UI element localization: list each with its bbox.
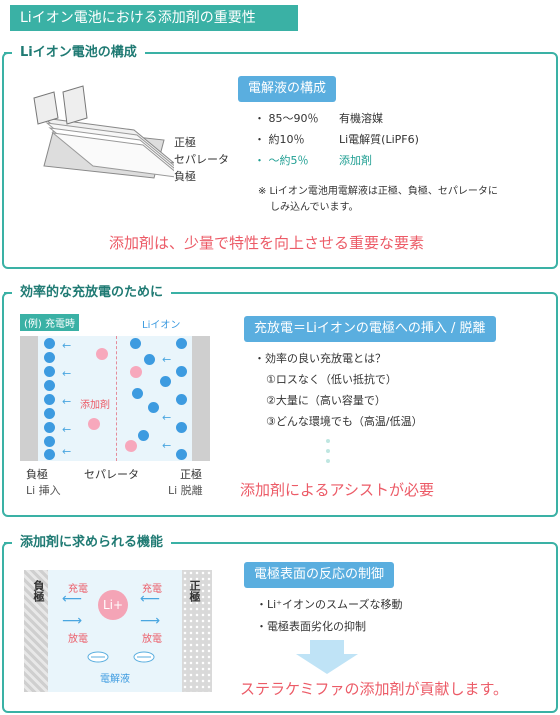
li-ion-dot (176, 449, 187, 460)
neg-label: 負極 (32, 580, 45, 602)
li-ion-dot (138, 430, 149, 441)
function-line-1: ・Li⁺イオンのスムーズな移動 (256, 598, 403, 611)
charge-label-right: 充電 (142, 584, 162, 595)
left-arrow-icon: ⟵ (62, 591, 83, 607)
li-ion-dot (44, 408, 55, 419)
section3-conclusion: ステラケミファの添加剤が貢献します。 (240, 680, 509, 698)
negative-electrode (20, 336, 38, 461)
sep-label: セパレータ (84, 468, 139, 481)
battery-layers-illustration (33, 85, 174, 179)
label-separator: セパレータ (174, 153, 229, 166)
section1-conclusion: 添加剤は、少量で特性を向上させる重要な要素 (109, 234, 425, 252)
discharge-label-right: 放電 (142, 634, 162, 645)
li-ion-dot (44, 380, 55, 391)
neg-label: 負極 (26, 468, 48, 481)
li-ion-dot (44, 366, 55, 377)
vertical-dots (326, 439, 330, 473)
li-ion-dot (130, 338, 141, 349)
row-electrolyte-pct: ・ 約10％ (254, 133, 305, 146)
li-ion-dot (176, 422, 187, 433)
electrode-reaction-diagram: 負極 正極 充電 充電 ⟵ ⟵ Li+ ⟶ ⟶ 放電 放電 電解液 (24, 570, 212, 692)
li-ion-dot (44, 422, 55, 433)
additive-dot (88, 418, 100, 430)
charge-discharge-pill: 充放電＝Liイオンの電極への挿入 / 脱離 (244, 316, 496, 342)
section-heading: 効率的な充放電のために (3, 284, 172, 302)
li-ion-dot (176, 394, 187, 405)
pos-label: 正極 (188, 580, 201, 602)
left-arrow-icon: ← (162, 353, 172, 366)
additive-dot (130, 366, 142, 378)
section-heading: 添加剤に求められる機能 (3, 534, 172, 552)
li-ion-dot (144, 354, 155, 365)
efficiency-question: ・効率の良い充放電とは？ (254, 352, 386, 365)
example-badge: (例) 充電時 (20, 314, 79, 331)
left-arrow-icon: ← (62, 445, 72, 458)
li-ion-dot (44, 394, 55, 405)
li-ion-label: Liイオン (142, 320, 181, 331)
left-arrow-icon: ← (62, 395, 72, 408)
battery-structure-panel: Liイオン電池の構成 正極 セパレータ 負極 電解液の構成 ・ 85～90％ 有… (2, 44, 558, 269)
efficiency-point-2: ②大量に（高い容量で） (266, 394, 386, 407)
electrolyte-composition-pill: 電解液の構成 (238, 76, 337, 102)
positive-electrode (192, 336, 210, 461)
li-ion-circle: Li+ (98, 590, 128, 620)
label-negative: 負極 (174, 170, 196, 183)
neg-sub: Li 挿入 (26, 484, 61, 497)
row-solvent-name: 有機溶媒 (339, 112, 383, 125)
li-ion-dot (176, 338, 187, 349)
li-ion-dot (148, 402, 159, 413)
li-ion-dot (132, 388, 143, 399)
cell-diagram: ← ← ← ← ← 添加剤 ← ← ← (20, 336, 210, 461)
efficiency-point-3: ③どんな環境でも（高温/低温） (266, 415, 423, 428)
page-title: Liイオン電池における添加剤の重要性 (10, 5, 298, 31)
left-arrow-icon: ⟵ (140, 591, 161, 607)
row-additive-pct: ・ ～約5％ (254, 154, 309, 167)
charge-discharge-panel: 効率的な充放電のために (例) 充電時 Liイオン ← ← ← ← ← 添加剤 (2, 284, 558, 517)
function-line-2: ・電極表面劣化の抑制 (256, 620, 366, 633)
li-ion-dot (44, 352, 55, 363)
li-ion-text: Li+ (102, 598, 124, 612)
li-ion-dot (44, 436, 55, 447)
left-arrow-icon: ← (62, 367, 72, 380)
li-ion-dot (176, 366, 187, 377)
electrolyte-label: 電解液 (100, 674, 130, 685)
charge-label-left: 充電 (68, 584, 88, 595)
separator-line (116, 336, 117, 461)
section-heading: Liイオン電池の構成 (4, 44, 145, 62)
row-solvent-pct: ・ 85～90％ (254, 112, 319, 125)
footnote-line1: ※ Liイオン電池用電解液は正極、負極、セパレータに (258, 186, 498, 197)
left-arrow-icon: ← (62, 423, 72, 436)
positive-electrode (182, 570, 212, 692)
li-ion-dot (160, 376, 171, 387)
pos-sub: Li 脱離 (168, 484, 203, 497)
surface-reaction-pill: 電極表面の反応の制御 (244, 562, 395, 588)
row-additive-name: 添加剤 (339, 154, 372, 167)
molecule-icon (133, 651, 155, 663)
additive-label: 添加剤 (80, 400, 110, 411)
li-ion-dot (44, 449, 55, 460)
right-arrow-icon: ⟶ (140, 613, 161, 629)
pos-label: 正極 (180, 468, 202, 481)
label-positive: 正極 (174, 136, 196, 149)
left-arrow-icon: ← (162, 411, 172, 424)
additive-dot (125, 440, 137, 452)
left-arrow-icon: ← (162, 439, 172, 452)
li-ion-dot (44, 338, 55, 349)
efficiency-point-1: ①ロスなく（低い抵抗で） (266, 373, 397, 386)
row-electrolyte-name: Li電解質(LiPF6) (339, 133, 419, 146)
additive-dot (96, 348, 108, 360)
negative-electrode (24, 570, 48, 692)
section2-conclusion: 添加剤によるアシストが必要 (240, 481, 434, 499)
left-arrow-icon: ← (62, 339, 72, 352)
down-arrow-icon (296, 640, 358, 674)
footnote-line2: しみ込んでいます。 (270, 202, 359, 213)
right-arrow-icon: ⟶ (62, 613, 83, 629)
additive-function-panel: 添加剤に求められる機能 負極 正極 充電 充電 ⟵ ⟵ Li+ ⟶ ⟶ 放電 放… (2, 534, 558, 713)
molecule-icon (87, 651, 109, 663)
discharge-label-left: 放電 (68, 634, 88, 645)
